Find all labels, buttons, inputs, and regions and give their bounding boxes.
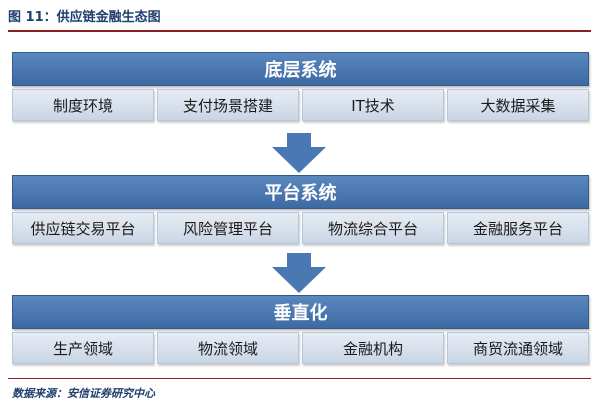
layer-item: 商贸流通领域 xyxy=(447,332,589,364)
layer-items: 制度环境 支付场景搭建 IT技术 大数据采集 xyxy=(12,89,589,121)
layer-item: 物流领域 xyxy=(157,332,299,364)
layer-item: 大数据采集 xyxy=(447,89,589,121)
figure-title: 图 11：供应链金融生态图 xyxy=(8,10,161,25)
layer-item: IT技术 xyxy=(302,89,444,121)
layer-verticalization: 垂直化 生产领域 物流领域 金融机构 商贸流通领域 xyxy=(12,295,589,364)
down-arrow-icon xyxy=(272,133,326,173)
source-note: 数据来源：安信证券研究中心 xyxy=(12,387,155,400)
layer-item: 物流综合平台 xyxy=(302,212,444,244)
layer-item: 金融服务平台 xyxy=(447,212,589,244)
layer-item: 制度环境 xyxy=(12,89,154,121)
layer-item: 风险管理平台 xyxy=(157,212,299,244)
layer-header: 底层系统 xyxy=(12,52,589,86)
layer-item: 供应链交易平台 xyxy=(12,212,154,244)
layer-item: 金融机构 xyxy=(302,332,444,364)
layer-header: 垂直化 xyxy=(12,295,589,329)
top-divider xyxy=(8,30,591,32)
layer-header: 平台系统 xyxy=(12,175,589,209)
layer-base-system: 底层系统 制度环境 支付场景搭建 IT技术 大数据采集 xyxy=(12,52,589,121)
layer-item: 生产领域 xyxy=(12,332,154,364)
layer-items: 生产领域 物流领域 金融机构 商贸流通领域 xyxy=(12,332,589,364)
layer-item: 支付场景搭建 xyxy=(157,89,299,121)
bottom-divider xyxy=(8,378,591,379)
down-arrow-icon xyxy=(272,253,326,293)
layer-items: 供应链交易平台 风险管理平台 物流综合平台 金融服务平台 xyxy=(12,212,589,244)
layer-platform-system: 平台系统 供应链交易平台 风险管理平台 物流综合平台 金融服务平台 xyxy=(12,175,589,244)
